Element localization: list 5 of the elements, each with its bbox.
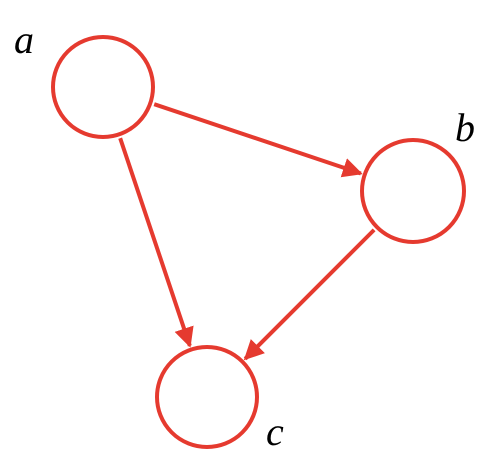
arrow	[118, 138, 194, 348]
arrow	[244, 228, 376, 360]
node-letter: a	[14, 20, 34, 60]
node-letter: b	[455, 108, 475, 148]
node-letter: c	[266, 412, 284, 452]
